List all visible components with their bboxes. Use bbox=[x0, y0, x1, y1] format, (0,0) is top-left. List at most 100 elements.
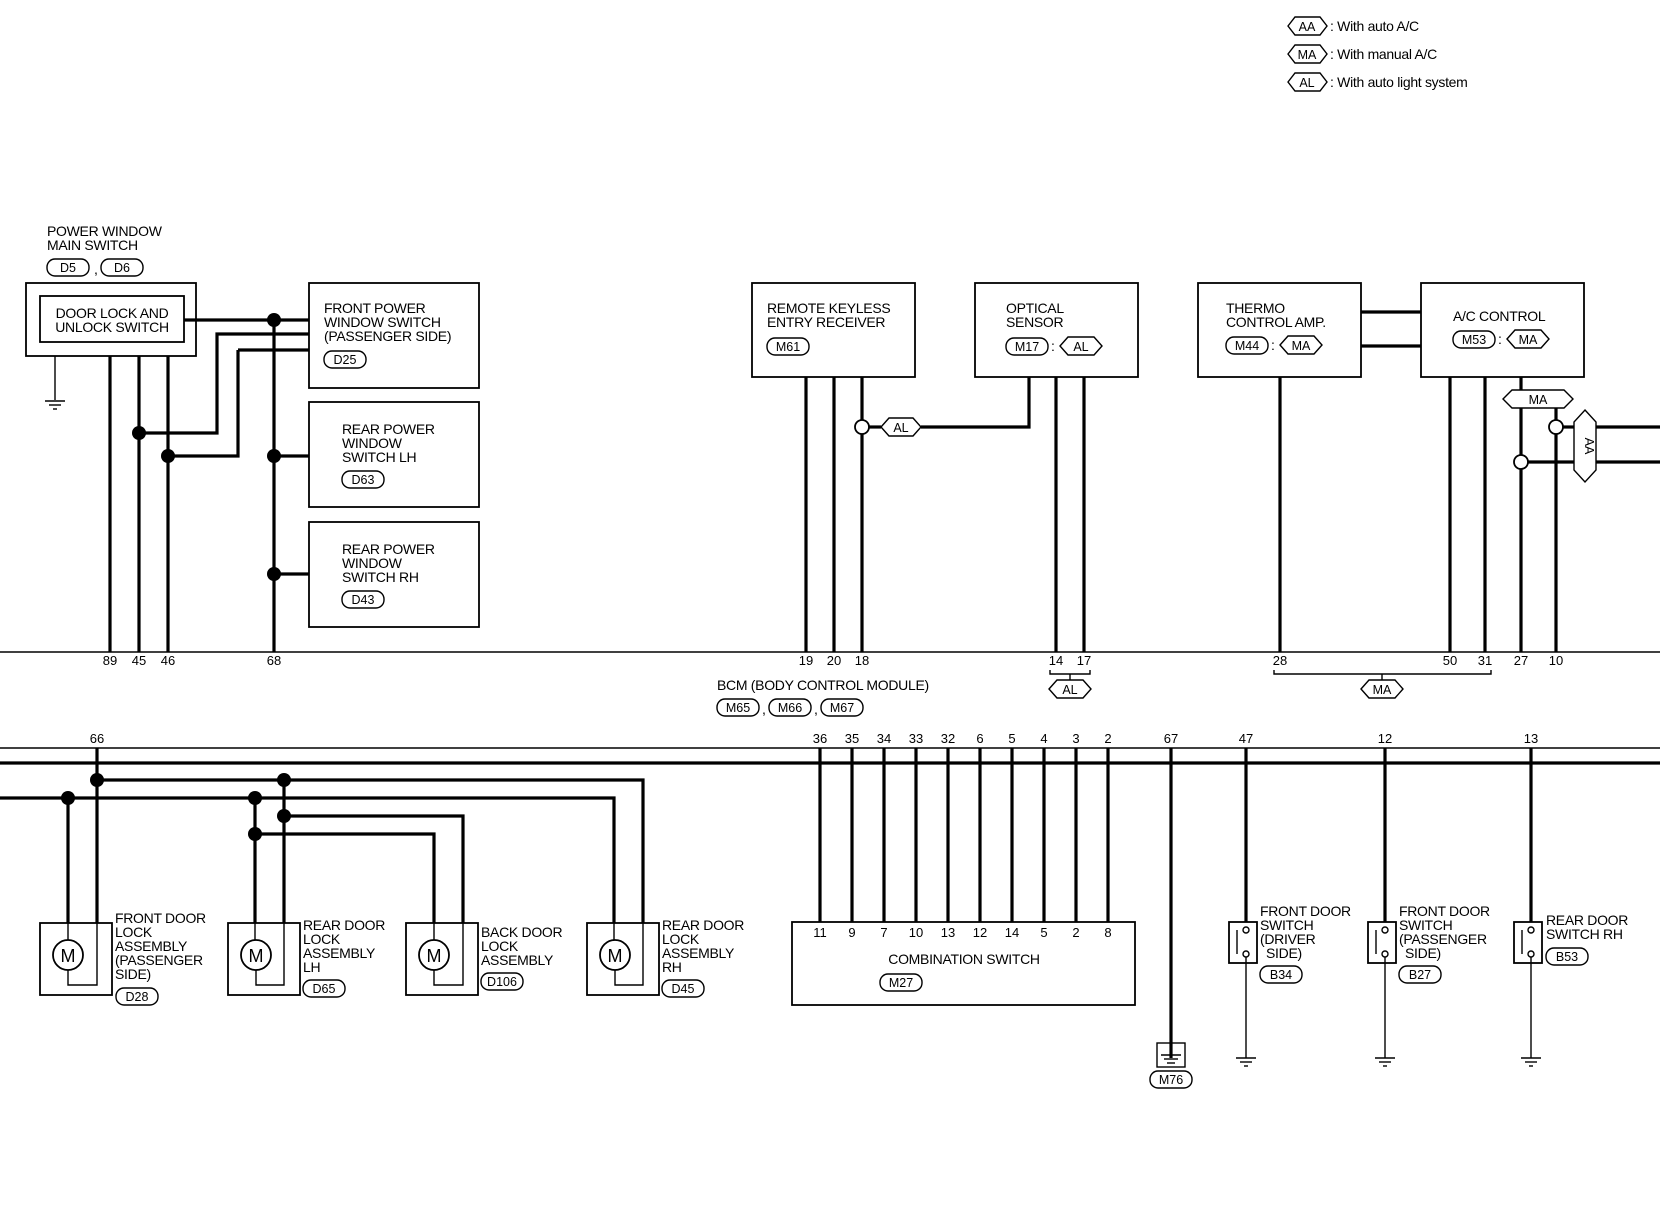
combo-pin-13: 13 bbox=[941, 925, 955, 940]
combo-pin-2: 2 bbox=[1072, 925, 1079, 940]
front-door-switch-passenger: FRONT DOOR SWITCH (PASSENGER SIDE) B27 bbox=[1367, 748, 1490, 1067]
bcm-pin-68: 68 bbox=[267, 653, 281, 668]
rear-lock-lh-line-1: REAR DOOR bbox=[303, 917, 385, 933]
fd-driver-line-4: SIDE) bbox=[1266, 945, 1302, 961]
rear-lock-rh-line-1: REAR DOOR bbox=[662, 917, 744, 933]
rear-lock-lh-line-2: LOCK bbox=[303, 931, 341, 947]
front-lock-conn: D28 bbox=[126, 990, 149, 1004]
rear-door-lock-assembly-rh: M REAR DOOR LOCK ASSEMBLY RH D45 bbox=[586, 917, 745, 998]
rear-pw-lh-conn: D63 bbox=[352, 473, 375, 487]
bcm-pin-36: 36 bbox=[813, 731, 827, 746]
keyless-line-1: REMOTE KEYLESS bbox=[767, 300, 890, 316]
front-pw-line-1: FRONT POWER bbox=[324, 300, 426, 316]
pw-main-title-2: MAIN SWITCH bbox=[47, 237, 138, 253]
bcm-pin-18: 18 bbox=[855, 653, 869, 668]
front-door-switch-driver: FRONT DOOR SWITCH (DRIVER SIDE) B34 bbox=[1228, 748, 1351, 1067]
combo-conn: M27 bbox=[889, 976, 913, 990]
combo-pin-7: 7 bbox=[880, 925, 887, 940]
optical-sensor: OPTICAL SENSOR M17 : AL bbox=[974, 282, 1139, 652]
front-pw-conn: D25 bbox=[334, 353, 357, 367]
bcm-pin-45: 45 bbox=[132, 653, 146, 668]
bcm-pin-32: 32 bbox=[941, 731, 955, 746]
bcm-sep-1: , bbox=[762, 701, 766, 717]
pw-main-title-1: POWER WINDOW bbox=[47, 223, 163, 239]
aa-side-tag: AA bbox=[1582, 438, 1596, 455]
rear-pw-rh-line-1: REAR POWER bbox=[342, 541, 435, 557]
bcm-pin-20: 20 bbox=[827, 653, 841, 668]
bcm-pin-17: 17 bbox=[1077, 653, 1091, 668]
bcm-pin-3: 3 bbox=[1072, 731, 1079, 746]
combo-label: COMBINATION SWITCH bbox=[888, 951, 1039, 967]
ac-line-1: A/C CONTROL bbox=[1453, 308, 1546, 324]
door-lock-wiring bbox=[0, 748, 1660, 923]
bcm-pin-50: 50 bbox=[1443, 653, 1457, 668]
bcm-pin-27: 27 bbox=[1514, 653, 1528, 668]
keyless-conn: M61 bbox=[776, 340, 800, 354]
legend-text-aa: : With auto A/C bbox=[1330, 18, 1419, 34]
front-pw-line-2: WINDOW SWITCH bbox=[324, 314, 441, 330]
bcm-label: BCM (BODY CONTROL MODULE) bbox=[717, 677, 929, 693]
back-lock-conn: D106 bbox=[487, 975, 517, 989]
back-lock-line-2: LOCK bbox=[481, 938, 519, 954]
bcm-pin-19: 19 bbox=[799, 653, 813, 668]
legend-code-al: AL bbox=[1299, 76, 1314, 90]
bcm-pin-35: 35 bbox=[845, 731, 859, 746]
al-wire: AL bbox=[854, 377, 1031, 437]
bcm-pin-13: 13 bbox=[1524, 731, 1538, 746]
rd-rh-conn: B53 bbox=[1556, 950, 1578, 964]
rear-lock-rh-motor-icon: M bbox=[608, 946, 623, 966]
fd-driver-line-2: SWITCH bbox=[1260, 917, 1313, 933]
rear-power-window-switch-rh: REAR POWER WINDOW SWITCH RH D43 bbox=[308, 521, 480, 628]
legend-text-al: : With auto light system bbox=[1330, 74, 1468, 90]
rear-lock-lh-conn: D65 bbox=[313, 982, 336, 996]
bcm-sep-2: , bbox=[814, 701, 818, 717]
rear-door-switch-rh: REAR DOOR SWITCH RH B53 bbox=[1513, 748, 1629, 1067]
legend: AA : With auto A/C MA : With manual A/C … bbox=[1287, 16, 1468, 92]
rear-lock-lh-line-4: LH bbox=[303, 959, 320, 975]
front-power-window-switch: FRONT POWER WINDOW SWITCH (PASSENGER SID… bbox=[308, 282, 480, 389]
rear-pw-lh-line-1: REAR POWER bbox=[342, 421, 435, 437]
fd-pass-line-2: SWITCH bbox=[1399, 917, 1452, 933]
bcm-pin-2: 2 bbox=[1104, 731, 1111, 746]
back-door-lock-assembly: M BACK DOOR LOCK ASSEMBLY D106 bbox=[405, 922, 563, 996]
combo-pin-8: 8 bbox=[1104, 925, 1111, 940]
bcm-pin-66: 66 bbox=[90, 731, 104, 746]
rear-lock-rh-line-2: LOCK bbox=[662, 931, 700, 947]
front-pw-line-3: (PASSENGER SIDE) bbox=[324, 328, 451, 344]
legend-code-ma: MA bbox=[1298, 48, 1317, 62]
bcm-pin-10: 10 bbox=[1549, 653, 1563, 668]
pw-main-conn-1: D5 bbox=[60, 261, 76, 275]
bcm-pin-47: 47 bbox=[1239, 731, 1253, 746]
bcm-al-group: AL bbox=[1062, 683, 1077, 697]
optical-opt: AL bbox=[1073, 340, 1088, 354]
rear-lock-rh-line-4: RH bbox=[662, 959, 682, 975]
bcm-pin-28: 28 bbox=[1273, 653, 1287, 668]
combo-pin-14: 14 bbox=[1005, 925, 1019, 940]
rear-lock-rh-conn: D45 bbox=[672, 982, 695, 996]
ac-sep: : bbox=[1498, 331, 1502, 347]
ac-conn: M53 bbox=[1462, 333, 1486, 347]
legend-text-ma: : With manual A/C bbox=[1330, 46, 1437, 62]
combo-pin-9: 9 bbox=[848, 925, 855, 940]
bcm-pin-46: 46 bbox=[161, 653, 175, 668]
bcm-conn-2: M66 bbox=[778, 701, 802, 715]
optical-sep: : bbox=[1051, 338, 1055, 354]
fd-pass-line-1: FRONT DOOR bbox=[1399, 903, 1490, 919]
bcm-pin-33: 33 bbox=[909, 731, 923, 746]
bcm-pin-34: 34 bbox=[877, 731, 891, 746]
bcm-pin-6: 6 bbox=[976, 731, 983, 746]
rear-pw-rh-conn: D43 bbox=[352, 593, 375, 607]
rd-rh-line-2: SWITCH RH bbox=[1546, 926, 1623, 942]
ac-control: A/C CONTROL M53 : MA MA AA bbox=[1420, 282, 1660, 652]
front-door-lock-assembly: M FRONT DOOR LOCK ASSEMBLY (PASSENGER SI… bbox=[39, 910, 206, 1006]
rear-lock-lh-motor-icon: M bbox=[249, 946, 264, 966]
rear-lock-lh-line-3: ASSEMBLY bbox=[303, 945, 376, 961]
fd-driver-conn: B34 bbox=[1270, 968, 1292, 982]
pw-main-inner-2: UNLOCK SWITCH bbox=[55, 319, 169, 335]
bcm-conn-3: M67 bbox=[830, 701, 854, 715]
thermo-line-2: CONTROL AMP. bbox=[1226, 314, 1326, 330]
ground-m76: M76 bbox=[1149, 748, 1193, 1089]
thermo-sep: : bbox=[1271, 337, 1275, 353]
ground-conn: M76 bbox=[1159, 1073, 1183, 1087]
